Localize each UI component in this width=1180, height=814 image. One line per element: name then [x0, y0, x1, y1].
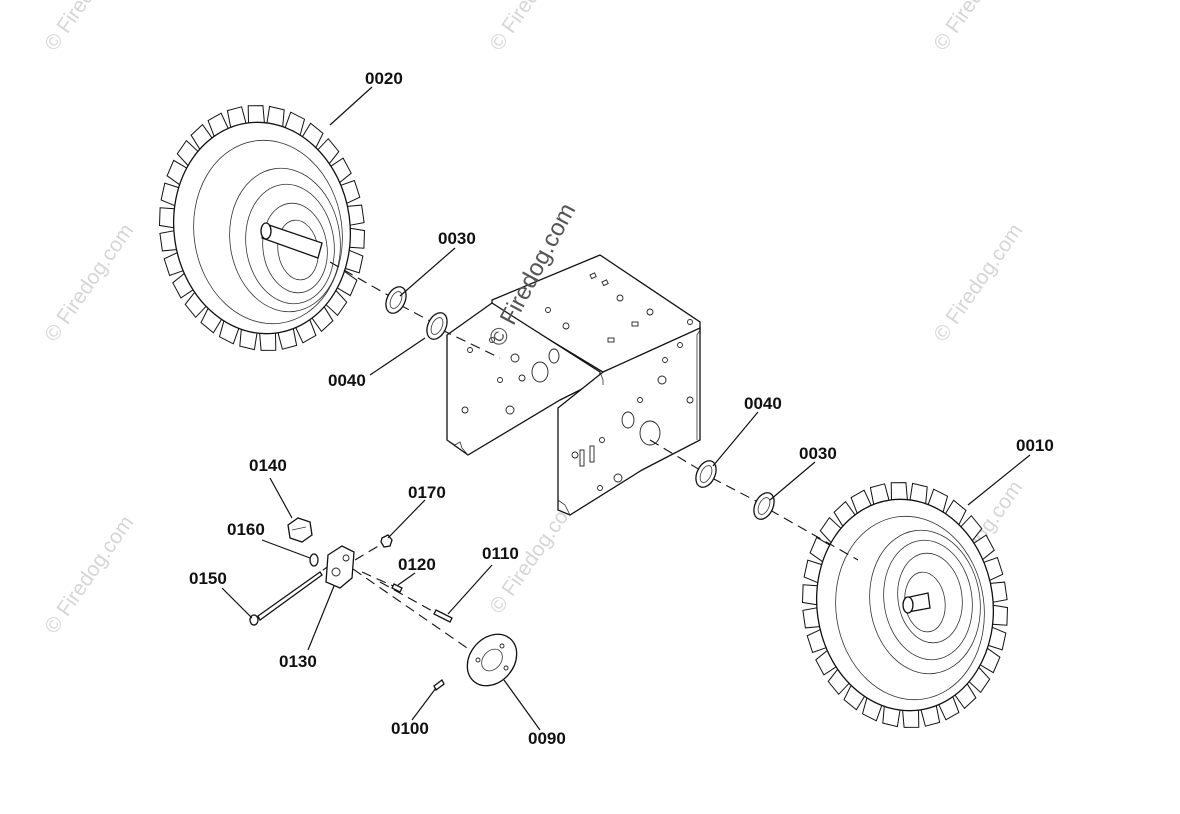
tread-block [992, 604, 1009, 626]
callouts: 0020 0030 0040 0040 0030 0010 0140 0170 … [189, 69, 1054, 748]
callout-0010: 0010 [1016, 436, 1054, 455]
washer-0030-upper [385, 286, 407, 314]
leader-lines [221, 86, 1031, 731]
callout-0150: 0150 [189, 569, 227, 588]
callout-0040: 0040 [744, 394, 782, 413]
frame-housing [446, 254, 701, 516]
watermark-text: © Firedog.com [485, 0, 583, 55]
tread-block [890, 482, 908, 501]
wheel-0010 [801, 482, 1009, 728]
callout-0160: 0160 [227, 520, 265, 539]
washer-0040-upper [426, 312, 448, 340]
watermark-text: © Firedog.com [40, 220, 138, 346]
callout-0090: 0090 [528, 729, 566, 748]
watermark-text: © Firedog.com [929, 0, 1027, 55]
tread-block [801, 584, 818, 606]
callout-0030: 0030 [438, 229, 476, 248]
callout-0100: 0100 [391, 719, 429, 738]
callout-0140: 0140 [249, 456, 287, 475]
wheel-0020 [158, 105, 366, 351]
tread-block [247, 105, 265, 124]
washer-0030-lower [753, 492, 775, 520]
tread-block [902, 709, 920, 728]
tire-treads [801, 482, 1009, 728]
tread-block [259, 332, 277, 351]
watermark-text: © Firedog.com [40, 0, 138, 55]
watermark-text: © Firedog.com [40, 512, 138, 638]
callout-0130: 0130 [279, 652, 317, 671]
frame-holes [461, 272, 694, 491]
callout-0020: 0020 [365, 69, 403, 88]
washer-0040-lower [695, 460, 717, 488]
tread-block [158, 207, 175, 229]
callout-0120: 0120 [398, 555, 436, 574]
center-lines [257, 261, 859, 651]
small-parts [249, 517, 518, 691]
tread-block [349, 227, 366, 249]
callout-0170: 0170 [408, 483, 446, 502]
callout-0030: 0030 [799, 444, 837, 463]
callout-0110: 0110 [482, 544, 519, 563]
callout-0040: 0040 [328, 371, 366, 390]
watermark-text: © Firedog.com [929, 220, 1027, 346]
